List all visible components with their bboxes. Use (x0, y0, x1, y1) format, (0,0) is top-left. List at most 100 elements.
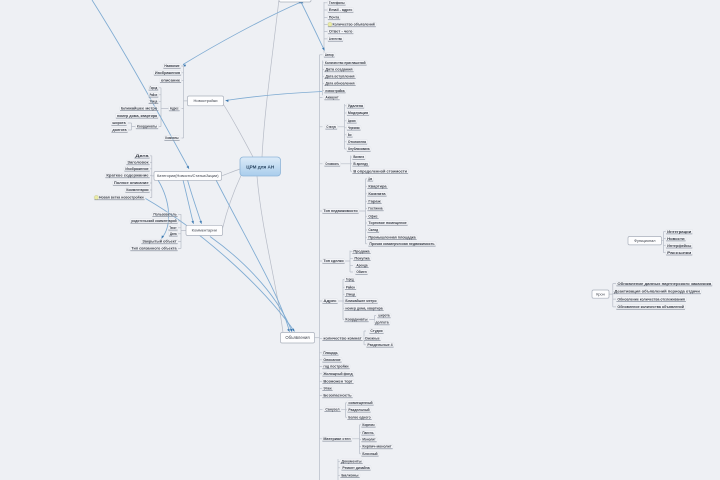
svg-text:Комментарии: Комментарии (126, 188, 148, 192)
svg-text:год постройки: год постройки (323, 365, 348, 369)
svg-text:В определенной стоимости: В определенной стоимости (353, 170, 407, 174)
svg-text:количество комнат: количество комнат (323, 337, 362, 341)
svg-text:Комментарии: Комментарии (192, 228, 217, 233)
svg-text:Балконы: Балконы (341, 474, 358, 478)
svg-text:Дата создания: Дата создания (325, 68, 352, 72)
svg-text:Ближайшее метро: Ближайшее метро (121, 107, 157, 111)
svg-text:Район: Район (346, 286, 355, 290)
svg-text:Изображения: Изображения (155, 71, 180, 75)
svg-text:Полное описание: Полное описание (114, 181, 149, 185)
svg-text:Дата: Дата (135, 154, 148, 158)
svg-text:Интеграции: Интеграции (667, 230, 691, 234)
svg-text:Продажа: Продажа (353, 250, 369, 254)
svg-text:Этаж: Этаж (323, 387, 332, 391)
svg-text:Крон: Крон (596, 292, 605, 296)
svg-text:Город: Город (150, 86, 158, 90)
svg-text:Пользователь: Пользователь (153, 213, 176, 217)
svg-text:Закрытый объект: Закрытый объект (142, 240, 177, 244)
svg-text:Гараж: Гараж (368, 200, 381, 204)
svg-text:Ближайшее метро: Ближайшее метро (345, 299, 376, 303)
svg-text:Стоимость: Стоимость (325, 162, 339, 166)
svg-text:Координаты: Координаты (345, 318, 367, 322)
svg-text:Дом: Дом (368, 177, 372, 181)
svg-text:Ответ - чего: Ответ - чего (329, 30, 353, 34)
svg-text:Кирпич: Кирпич (362, 423, 374, 427)
svg-text:Новостройки: Новостройки (194, 98, 218, 103)
svg-text:широта: широта (112, 121, 125, 125)
svg-text:Покупка: Покупка (354, 257, 369, 261)
svg-text:Рассылки: Рассылки (667, 251, 691, 255)
svg-text:Площадь: Площадь (323, 351, 337, 355)
svg-text:Автор: Автор (325, 53, 334, 57)
svg-text:Жилищный фонд: Жилищный фонд (322, 372, 353, 376)
svg-text:Квартира: Квартира (368, 185, 386, 189)
svg-text:Ремонт дизайна: Ремонт дизайна (342, 466, 369, 470)
svg-text:Раздельный: Раздельный (348, 408, 369, 412)
svg-text:Интерфейсы: Интерфейсы (667, 244, 691, 248)
svg-text:новостройка: новостройка (325, 89, 344, 93)
svg-text:Количество объявлений: Количество объявлений (333, 23, 375, 27)
svg-text:Объявления: Объявления (285, 335, 309, 340)
svg-text:Заголовок: Заголовок (127, 161, 149, 165)
svg-text:Адрес: Адрес (323, 299, 336, 303)
svg-text:Текст: Текст (169, 226, 176, 230)
svg-text:Черновик: Черновик (348, 126, 360, 130)
svg-text:Материал стен: Материал стен (323, 437, 350, 441)
svg-text:Гостинка: Гостинка (368, 207, 382, 211)
svg-text:Улица: Улица (346, 293, 355, 297)
svg-text:Промышленная площадка: Промышленная площадка (368, 236, 415, 240)
svg-text:Смежные: Смежные (365, 337, 380, 341)
svg-text:совмещенный: совмещенный (348, 401, 372, 405)
svg-text:Санузел: Санузел (325, 408, 339, 412)
svg-text:Новая ветка новостройки: Новая ветка новостройки (99, 196, 144, 200)
svg-text:Тип связанного объекта: Тип связанного объекта (131, 247, 176, 251)
svg-text:Краткое содержание: Краткое содержание (106, 174, 148, 178)
svg-text:Раздельные 4: Раздельные 4 (367, 343, 392, 347)
svg-text:Количество приглашений: Количество приглашений (325, 61, 366, 65)
svg-text:Отклонена: Отклонена (348, 140, 366, 144)
svg-text:Склад: Склад (368, 228, 378, 232)
svg-text:описание: описание (161, 79, 180, 83)
svg-text:Дата: Дата (170, 232, 177, 236)
svg-text:Модерация: Модерация (348, 111, 368, 115)
svg-text:широта: широта (378, 314, 389, 318)
svg-text:Аренда: Аренда (356, 264, 367, 268)
svg-text:Возможен торг: Возможен торг (323, 380, 353, 384)
svg-text:Тип недвижимости: Тип недвижимости (323, 209, 357, 213)
svg-text:Удалена: Удалена (348, 104, 363, 108)
svg-text:номер дома, квартира: номер дома, квартира (345, 307, 382, 311)
svg-text:Координаты: Координаты (137, 125, 157, 129)
svg-text:Безопасность: Безопасность (323, 394, 351, 398)
svg-text:долгота: долгота (112, 128, 126, 132)
svg-text:Название: Название (164, 64, 179, 68)
svg-text:Дата вступления: Дата вступления (325, 75, 354, 79)
svg-text:Панель: Панель (362, 431, 373, 435)
svg-text:Опубликована: Опубликована (348, 147, 370, 151)
svg-text:Обновление количества отслежив: Обновление количества отслеживания (617, 297, 685, 301)
svg-text:Обновление количества объявлен: Обновление количества объявлений (617, 305, 684, 309)
svg-text:Телефоны: Телефоны (329, 1, 345, 5)
svg-text:Прочая коммерческая недвижимос: Прочая коммерческая недвижимость (369, 242, 434, 246)
svg-text:Район: Район (150, 93, 158, 97)
svg-text:Более одного: Более одного (348, 416, 370, 420)
svg-text:Статус: Статус (326, 125, 336, 129)
svg-text:родительский комментарий: родительский комментарий (131, 219, 176, 223)
svg-text:Комната: Комната (368, 192, 385, 196)
svg-text:Студия: Студия (370, 329, 382, 333)
svg-text:ЦРМ для АН: ЦРМ для АН (246, 164, 275, 169)
svg-text:Валюта: Валюта (353, 155, 364, 159)
svg-text:номер дома, квартира: номер дома, квартира (117, 114, 157, 118)
svg-text:Аккаунт: Аккаунт (325, 96, 339, 100)
svg-text:Кирпич-монолит: Кирпич-монолит (362, 445, 392, 449)
svg-text:Деактивация объявлений периода: Деактивация объявлений периода отдачи (614, 290, 700, 294)
svg-text:Email - адрес: Email - адрес (329, 8, 353, 12)
svg-text:Архив: Архив (348, 119, 356, 123)
svg-text:Изображение: Изображение (125, 167, 148, 171)
svg-text:Функционал: Функционал (634, 239, 655, 243)
svg-text:Офис: Офис (368, 215, 377, 219)
svg-text:Комнаты: Комнаты (165, 136, 178, 140)
svg-text:В аренду: В аренду (353, 162, 368, 166)
svg-text:Дата обновления: Дата обновления (325, 82, 354, 86)
svg-text:Агентство: Агентство (329, 37, 342, 41)
svg-text:Обмен: Обмен (356, 270, 366, 274)
